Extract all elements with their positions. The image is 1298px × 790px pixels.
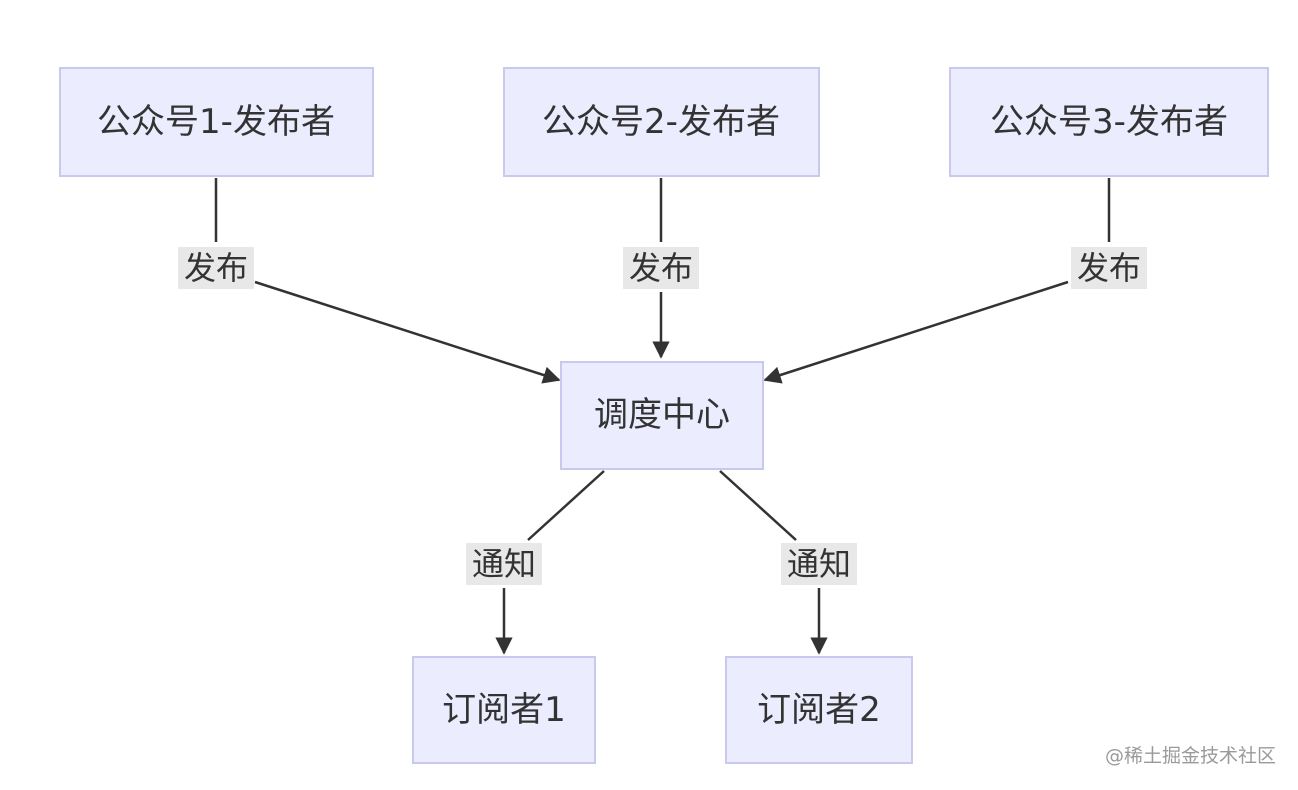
edge-label-publish-2: 发布 [623,247,699,289]
watermark: @稀土掘金技术社区 [1104,745,1276,767]
node-label: 订阅者2 [757,690,881,730]
edge-label-notify-2: 通知 [781,543,857,585]
edge-label-text: 通知 [787,545,851,583]
node-subscriber-2: 订阅者2 [725,656,913,764]
edge-notify-1 [504,470,605,653]
edge-label-text: 发布 [1077,249,1141,287]
edge-label-publish-3: 发布 [1071,247,1147,289]
edge-publish-3 [765,178,1111,380]
node-label: 调度中心 [594,395,730,435]
edge-publish-1 [214,178,559,380]
edge-label-publish-1: 发布 [178,247,254,289]
edge-label-text: 发布 [629,249,693,287]
node-publisher-2: 公众号2-发布者 [503,67,820,177]
edge-label-text: 通知 [472,545,536,583]
node-label: 订阅者1 [442,690,566,730]
node-publisher-1: 公众号1-发布者 [59,67,374,177]
edge-notify-2 [719,470,819,653]
node-label: 公众号3-发布者 [990,102,1228,142]
node-dispatch-center: 调度中心 [560,361,764,470]
node-publisher-3: 公众号3-发布者 [949,67,1269,177]
edge-label-text: 发布 [184,249,248,287]
edge-label-notify-1: 通知 [466,543,542,585]
node-label: 公众号2-发布者 [542,102,780,142]
node-subscriber-1: 订阅者1 [412,656,596,764]
node-label: 公众号1-发布者 [97,102,335,142]
